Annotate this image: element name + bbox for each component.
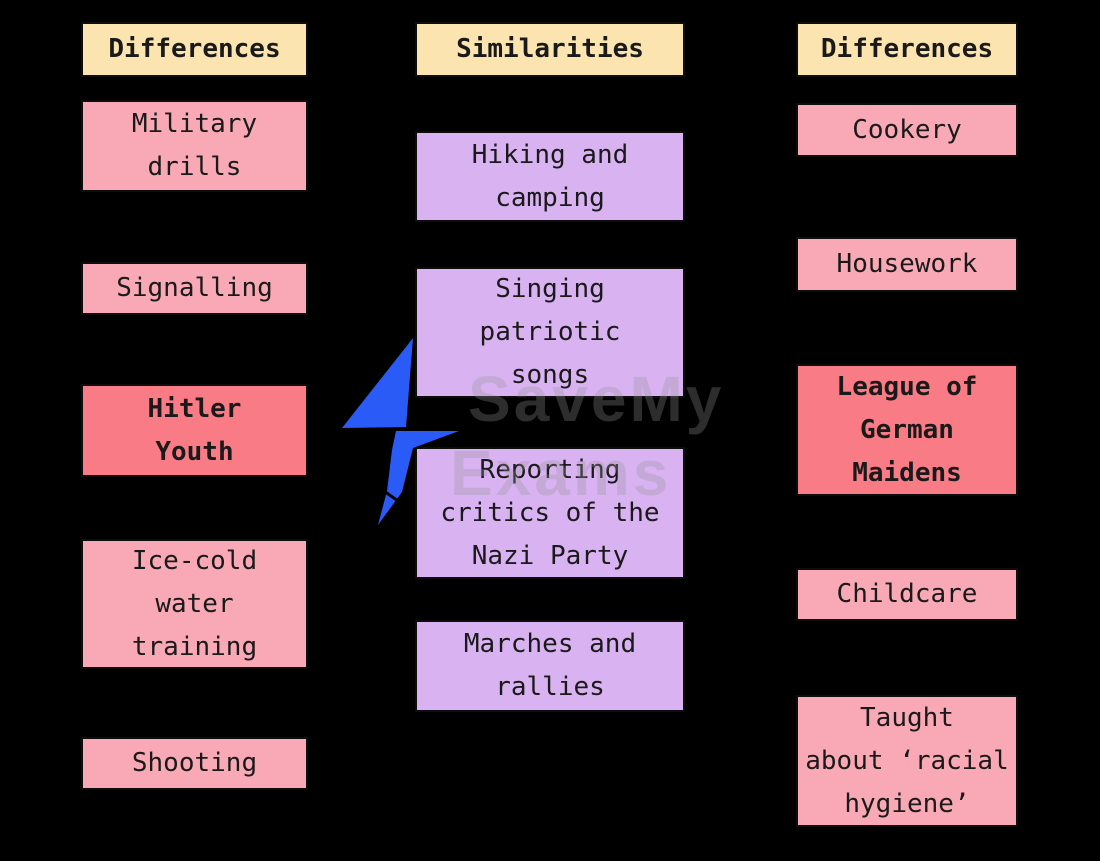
box-taught-racial-hygiene: Taught about ‘racial hygiene’ — [796, 695, 1018, 827]
box-shooting: Shooting — [81, 737, 308, 790]
box-reporting-critics: Reporting critics of the Nazi Party — [415, 447, 685, 579]
box-hiking-and-camping: Hiking and camping — [415, 131, 685, 222]
header-differences-right: Differences — [796, 22, 1018, 77]
box-singing-patriotic-songs: Singing patriotic songs — [415, 267, 685, 398]
bolt-notch-line — [380, 487, 402, 505]
box-league-of-german-maidens: League of German Maidens — [796, 364, 1018, 496]
box-marches-and-rallies: Marches and rallies — [415, 620, 685, 712]
header-differences-left: Differences — [81, 22, 308, 77]
header-similarities: Similarities — [415, 22, 685, 77]
box-ice-cold-water-training: Ice-cold water training — [81, 539, 308, 669]
box-signalling: Signalling — [81, 262, 308, 315]
box-childcare: Childcare — [796, 568, 1018, 621]
box-housework: Housework — [796, 237, 1018, 292]
box-cookery: Cookery — [796, 103, 1018, 157]
box-hitler-youth: Hitler Youth — [81, 384, 308, 477]
bolt-upper-triangle — [342, 338, 413, 428]
box-military-drills: Military drills — [81, 100, 308, 192]
